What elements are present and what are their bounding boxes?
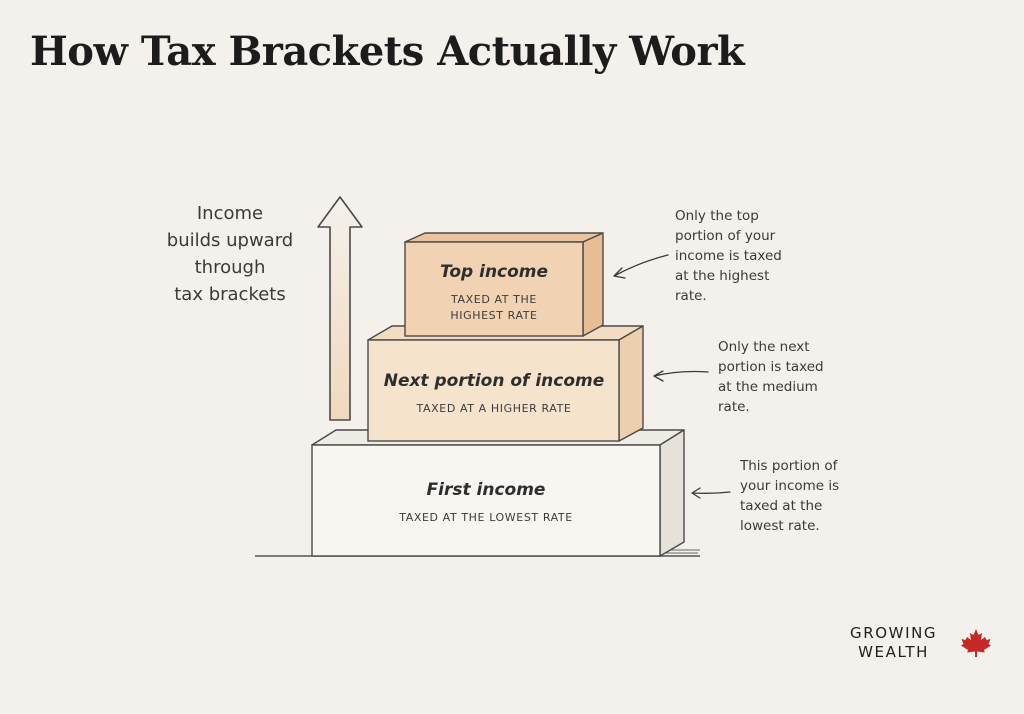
note-line: at the medium xyxy=(718,379,818,395)
bottom-block-label: First income TAXED AT THE LOWEST RATE xyxy=(399,480,573,526)
note-line: portion is taxed xyxy=(718,359,824,375)
note-bottom: This portion of your income is taxed at … xyxy=(740,456,870,536)
note-line: income is taxed xyxy=(675,248,782,264)
brand-line-2: WEALTH xyxy=(858,643,930,661)
income-label-line: tax brackets xyxy=(174,284,286,305)
note-line: Only the top xyxy=(675,208,759,224)
note-line: at the highest xyxy=(675,268,770,284)
note-middle: Only the next portion is taxed at the me… xyxy=(718,337,848,417)
middle-block-label: Next portion of income TAXED AT A HIGHER… xyxy=(384,371,605,417)
middle-block-name: Next portion of income xyxy=(383,371,605,391)
brand-logo-text: GROWING WEALTH xyxy=(850,624,937,662)
up-arrow-icon xyxy=(317,196,363,421)
income-label-line: Income xyxy=(196,203,264,224)
top-block-rate: TAXED AT THE HIGHEST RATE xyxy=(440,292,548,324)
note-top: Only the top portion of your income is t… xyxy=(675,206,805,306)
top-block xyxy=(404,232,604,337)
note-line: your income is xyxy=(740,478,840,494)
maple-leaf-icon xyxy=(961,629,991,657)
income-label-line: builds upward xyxy=(166,230,294,251)
bottom-block-rate: TAXED AT THE LOWEST RATE xyxy=(399,511,573,524)
note-arrow-bottom-icon xyxy=(691,487,731,499)
page-title: How Tax Brackets Actually Work xyxy=(30,28,745,75)
top-block-rate-line: HIGHEST RATE xyxy=(450,309,538,322)
note-line: portion of your xyxy=(675,228,776,244)
top-block-label: Top income TAXED AT THE HIGHEST RATE xyxy=(440,262,548,324)
brand-line-1: GROWING xyxy=(850,624,938,642)
note-arrow-top-icon xyxy=(613,254,669,279)
top-block-name: Top income xyxy=(439,262,549,282)
note-line: Only the next xyxy=(718,339,810,355)
note-line: This portion of xyxy=(740,458,838,474)
income-label-line: through xyxy=(194,257,266,278)
note-line: lowest rate. xyxy=(740,518,820,534)
note-arrow-middle-icon xyxy=(653,370,709,382)
note-line: rate. xyxy=(675,288,707,304)
note-line: rate. xyxy=(718,399,750,415)
bottom-block-name: First income xyxy=(426,480,546,500)
middle-block-rate: TAXED AT A HIGHER RATE xyxy=(416,402,572,415)
note-line: taxed at the xyxy=(740,498,823,514)
top-block-rate-line: TAXED AT THE xyxy=(451,293,537,306)
income-direction-label: Income builds upward through tax bracket… xyxy=(150,200,310,308)
